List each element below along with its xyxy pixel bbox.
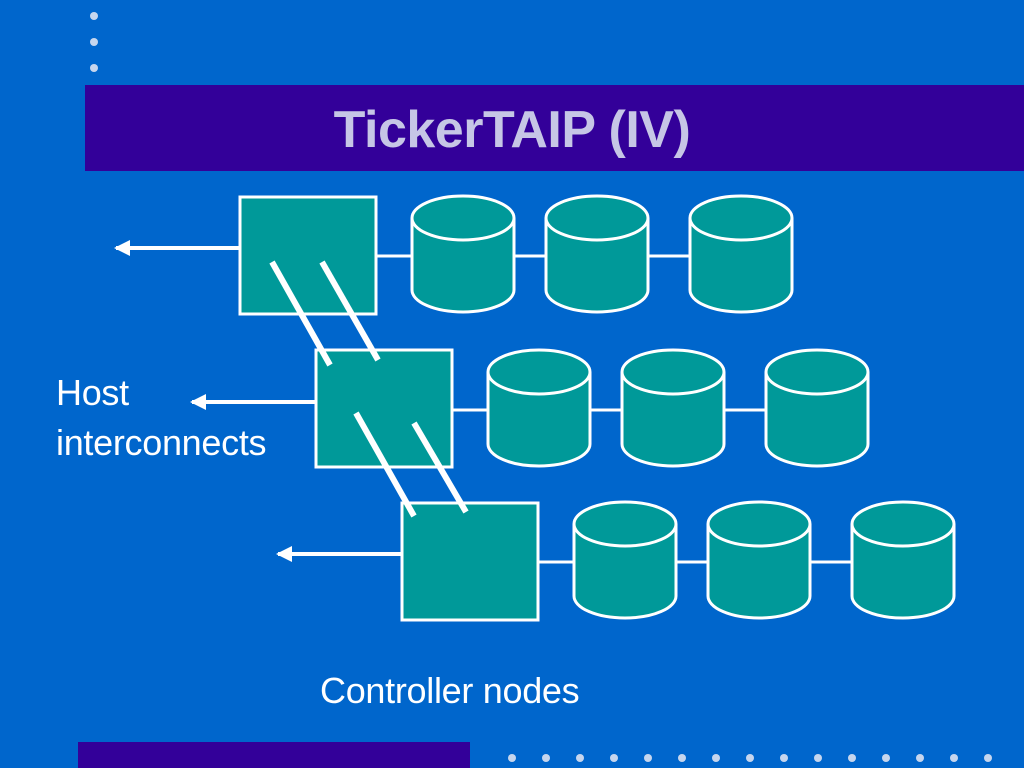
decorative-dot — [984, 754, 992, 762]
decorative-dot — [576, 754, 584, 762]
host-interconnects-label: Host interconnects — [56, 368, 267, 468]
host-label-line2: interconnects — [56, 422, 267, 463]
disk-icon — [620, 348, 726, 468]
disk-icon — [572, 500, 678, 620]
decorative-dot — [848, 754, 856, 762]
decorative-dot — [90, 12, 98, 20]
decorative-dot — [746, 754, 754, 762]
controller-node — [238, 195, 378, 316]
arrowhead — [190, 394, 206, 410]
decorative-dot — [712, 754, 720, 762]
controller-link — [353, 411, 417, 518]
host-label-line1: Host — [56, 372, 129, 413]
controller-link — [269, 260, 333, 367]
decorative-dot — [90, 64, 98, 72]
decorative-dot — [916, 754, 924, 762]
arrowhead — [114, 240, 130, 256]
decorative-dot — [780, 754, 788, 762]
disk-icon — [410, 194, 516, 314]
decorative-dot — [542, 754, 550, 762]
disk-icon — [850, 500, 956, 620]
controller-nodes-label: Controller nodes — [320, 670, 580, 711]
disk-icon — [486, 348, 592, 468]
decorative-dot — [814, 754, 822, 762]
title-bar — [85, 85, 1024, 171]
decorative-dot — [508, 754, 516, 762]
disk-icon — [544, 194, 650, 314]
disk-icon — [688, 194, 794, 314]
decorative-dot — [610, 754, 618, 762]
decorative-dot — [678, 754, 686, 762]
controller-link — [319, 260, 381, 362]
decorative-dot — [644, 754, 652, 762]
controller-node — [400, 501, 540, 622]
decorative-dot — [950, 754, 958, 762]
bottom-bar — [78, 742, 470, 768]
disk-icon — [706, 500, 812, 620]
decorative-dot — [882, 754, 890, 762]
arrowhead — [276, 546, 292, 562]
decorative-dot — [90, 38, 98, 46]
disk-icon — [764, 348, 870, 468]
slide-title: TickerTAIP (IV) — [333, 101, 691, 159]
controller-link — [411, 421, 469, 514]
